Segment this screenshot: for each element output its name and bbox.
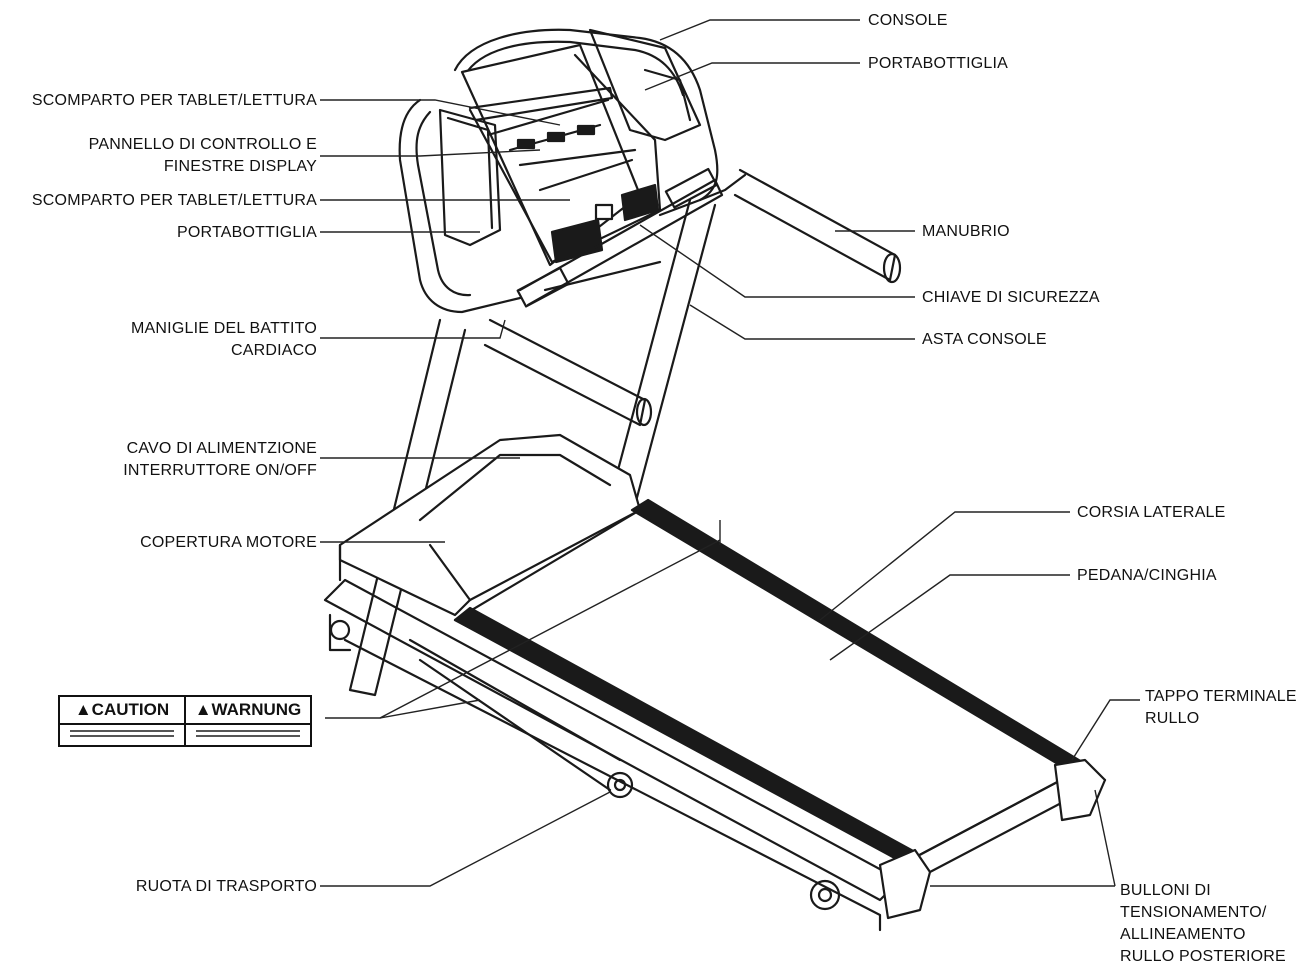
control-panel <box>460 43 662 267</box>
label-console-mast: ASTA CONSOLE <box>922 331 1047 348</box>
bottle-holder-left <box>438 108 502 247</box>
label-bottle-holder-top: PORTABOTTIGLIA <box>868 55 1009 72</box>
warnung-heading: ▲WARNUNG <box>186 697 310 725</box>
warnung-fine-print <box>195 730 301 732</box>
label-bottle-holder-left: PORTABOTTIGLIA <box>176 224 317 241</box>
label-handlebar: MANUBRIO <box>922 223 1010 240</box>
warnung-panel: ▲WARNUNG <box>184 697 310 745</box>
label-side-rail: CORSIA LATERALE <box>1077 504 1226 521</box>
label-control-panel: PANNELLO DI CONTROLLO E FINESTRE DISPLAY <box>88 136 317 175</box>
label-transport-wheel: RUOTA DI TRASPORTO <box>135 878 317 895</box>
label-safety-key: CHIAVE DI SICUREZZA <box>922 289 1100 306</box>
leader-lines <box>320 19 1140 887</box>
handlebar-right <box>733 168 902 284</box>
label-deck-belt: PEDANA/CINGHIA <box>1077 567 1217 584</box>
label-heart-rate: MANIGLIE DEL BATTITO CARDIACO <box>131 320 317 359</box>
label-motor-cover: COPERTURA MOTORE <box>140 534 317 551</box>
label-tension-bolts: BULLONI DI TENSIONAMENTO/ ALLINEAMENTO R… <box>1120 882 1286 965</box>
label-power-cord: CAVO DI ALIMENTZIONE INTERRUTTORE ON/OFF <box>123 440 317 479</box>
transport-wheels <box>329 619 841 911</box>
label-end-cap: TAPPO TERMINALE RULLO <box>1145 688 1297 727</box>
handlebar-left <box>483 318 653 427</box>
caution-panel: ▲CAUTION <box>60 697 184 745</box>
heart-rate-grips <box>516 167 724 308</box>
label-console: CONSOLE <box>868 12 948 29</box>
running-deck <box>453 498 1107 920</box>
caution-heading: ▲CAUTION <box>60 697 184 725</box>
caution-warning-sign: ▲CAUTION ▲WARNUNG <box>58 695 312 747</box>
bottle-holder-right <box>588 28 702 142</box>
label-tablet-bottom: SCOMPARTO PER TABLET/LETTURA <box>31 192 317 209</box>
console-mast-right <box>608 198 717 507</box>
caution-fine-print <box>69 730 175 732</box>
label-tablet-top: SCOMPARTO PER TABLET/LETTURA <box>31 92 317 109</box>
